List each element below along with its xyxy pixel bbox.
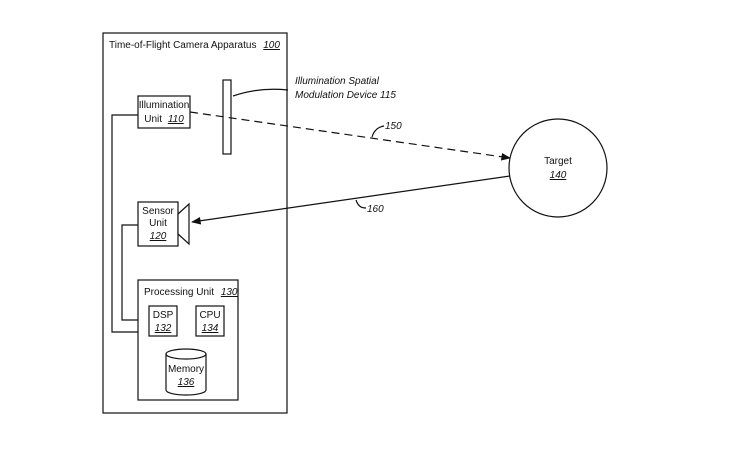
target-label: Target: [544, 156, 572, 167]
cpu-box: [195, 305, 225, 337]
modulation-device-label-2: Modulation Device 115: [295, 90, 396, 101]
apparatus-ref: 100: [263, 40, 280, 51]
illumination-unit-label: Illumination: [139, 100, 190, 111]
beam-in-leader: [355, 199, 367, 209]
memory-cylinder: [165, 348, 207, 396]
beam-in-ref: 160: [367, 204, 384, 215]
outgoing-beam: [189, 111, 511, 161]
memory-label: Memory: [168, 364, 204, 375]
target-ref: 140: [550, 170, 567, 181]
dsp-ref: 132: [155, 323, 172, 334]
sensor-lens-icon: [177, 202, 190, 246]
sensor-connector: [121, 224, 138, 321]
beam-out-ref: 150: [385, 121, 402, 132]
modulation-device-label-1: Illumination Spatial: [295, 76, 380, 87]
target-circle: [508, 118, 608, 218]
processing-unit-box: [137, 279, 239, 401]
dsp-label: DSP: [153, 310, 174, 321]
illumination-unit-label-2: Unit 110: [144, 114, 184, 125]
processing-unit-ref: 130: [221, 287, 238, 298]
cpu-label: CPU: [199, 310, 220, 321]
apparatus-title: Time-of-Flight Camera Apparatus 100: [109, 40, 280, 51]
sensor-unit-label-2: Unit: [149, 218, 167, 229]
sensor-unit-box: [137, 201, 179, 247]
sensor-unit-ref: 120: [150, 231, 167, 242]
memory-ref: 136: [178, 377, 195, 388]
cpu-ref: 134: [202, 323, 219, 334]
modulation-device-plate: [222, 79, 232, 155]
illumination-connector: [111, 114, 138, 333]
dsp-box: [148, 305, 178, 337]
illumination-unit-ref: 110: [168, 114, 184, 125]
modulation-device-leader: [232, 88, 289, 97]
incoming-beam: [191, 175, 511, 225]
processing-unit-title: Processing Unit 130: [144, 287, 238, 298]
sensor-unit-label: Sensor: [142, 206, 174, 217]
beam-out-leader: [371, 125, 385, 138]
